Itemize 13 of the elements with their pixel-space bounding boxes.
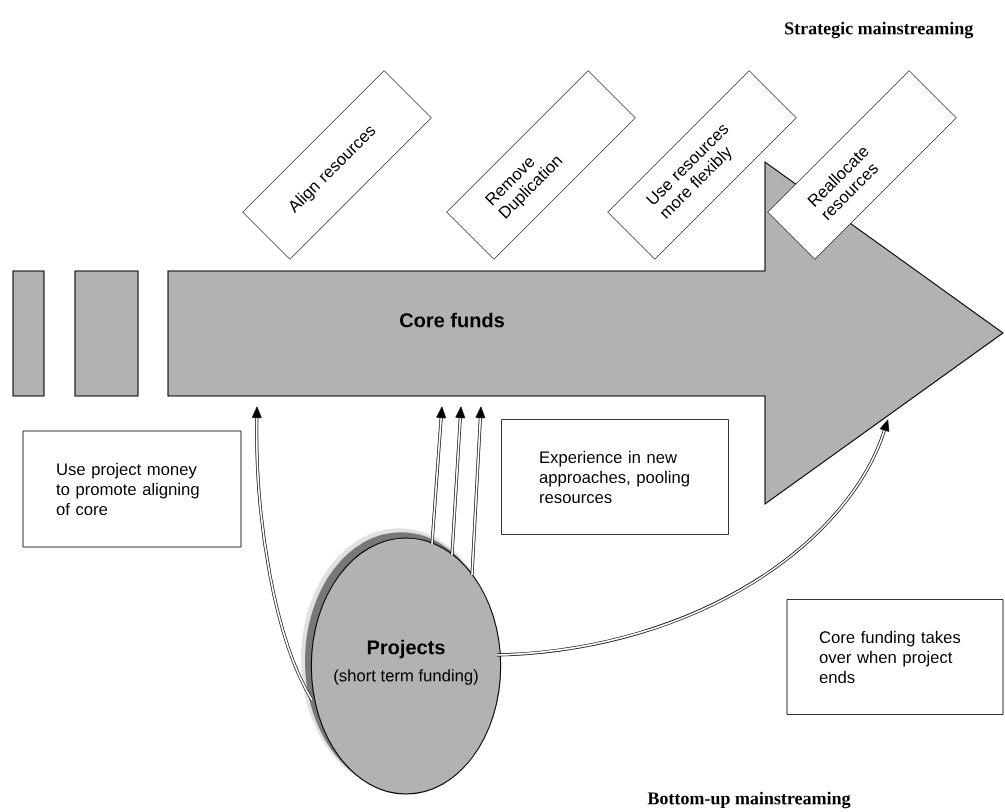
text-box: Experience in new approaches, pooling resources [501, 419, 729, 535]
heading: Strategic mainstreaming [785, 21, 974, 39]
text-box: Use project money to promote aligning of core [22, 430, 242, 548]
text-box: Core funding takes over when project ends [786, 599, 1004, 715]
bar [74, 270, 139, 397]
arrow [450, 406, 466, 556]
arrow-label: Core funds [400, 312, 504, 328]
arrow [470, 406, 486, 576]
arrow [430, 406, 447, 545]
arrow [251, 406, 314, 701]
bar [12, 270, 45, 397]
arrow [496, 419, 890, 657]
heading: Bottom-up mainstreaming [647, 791, 851, 809]
